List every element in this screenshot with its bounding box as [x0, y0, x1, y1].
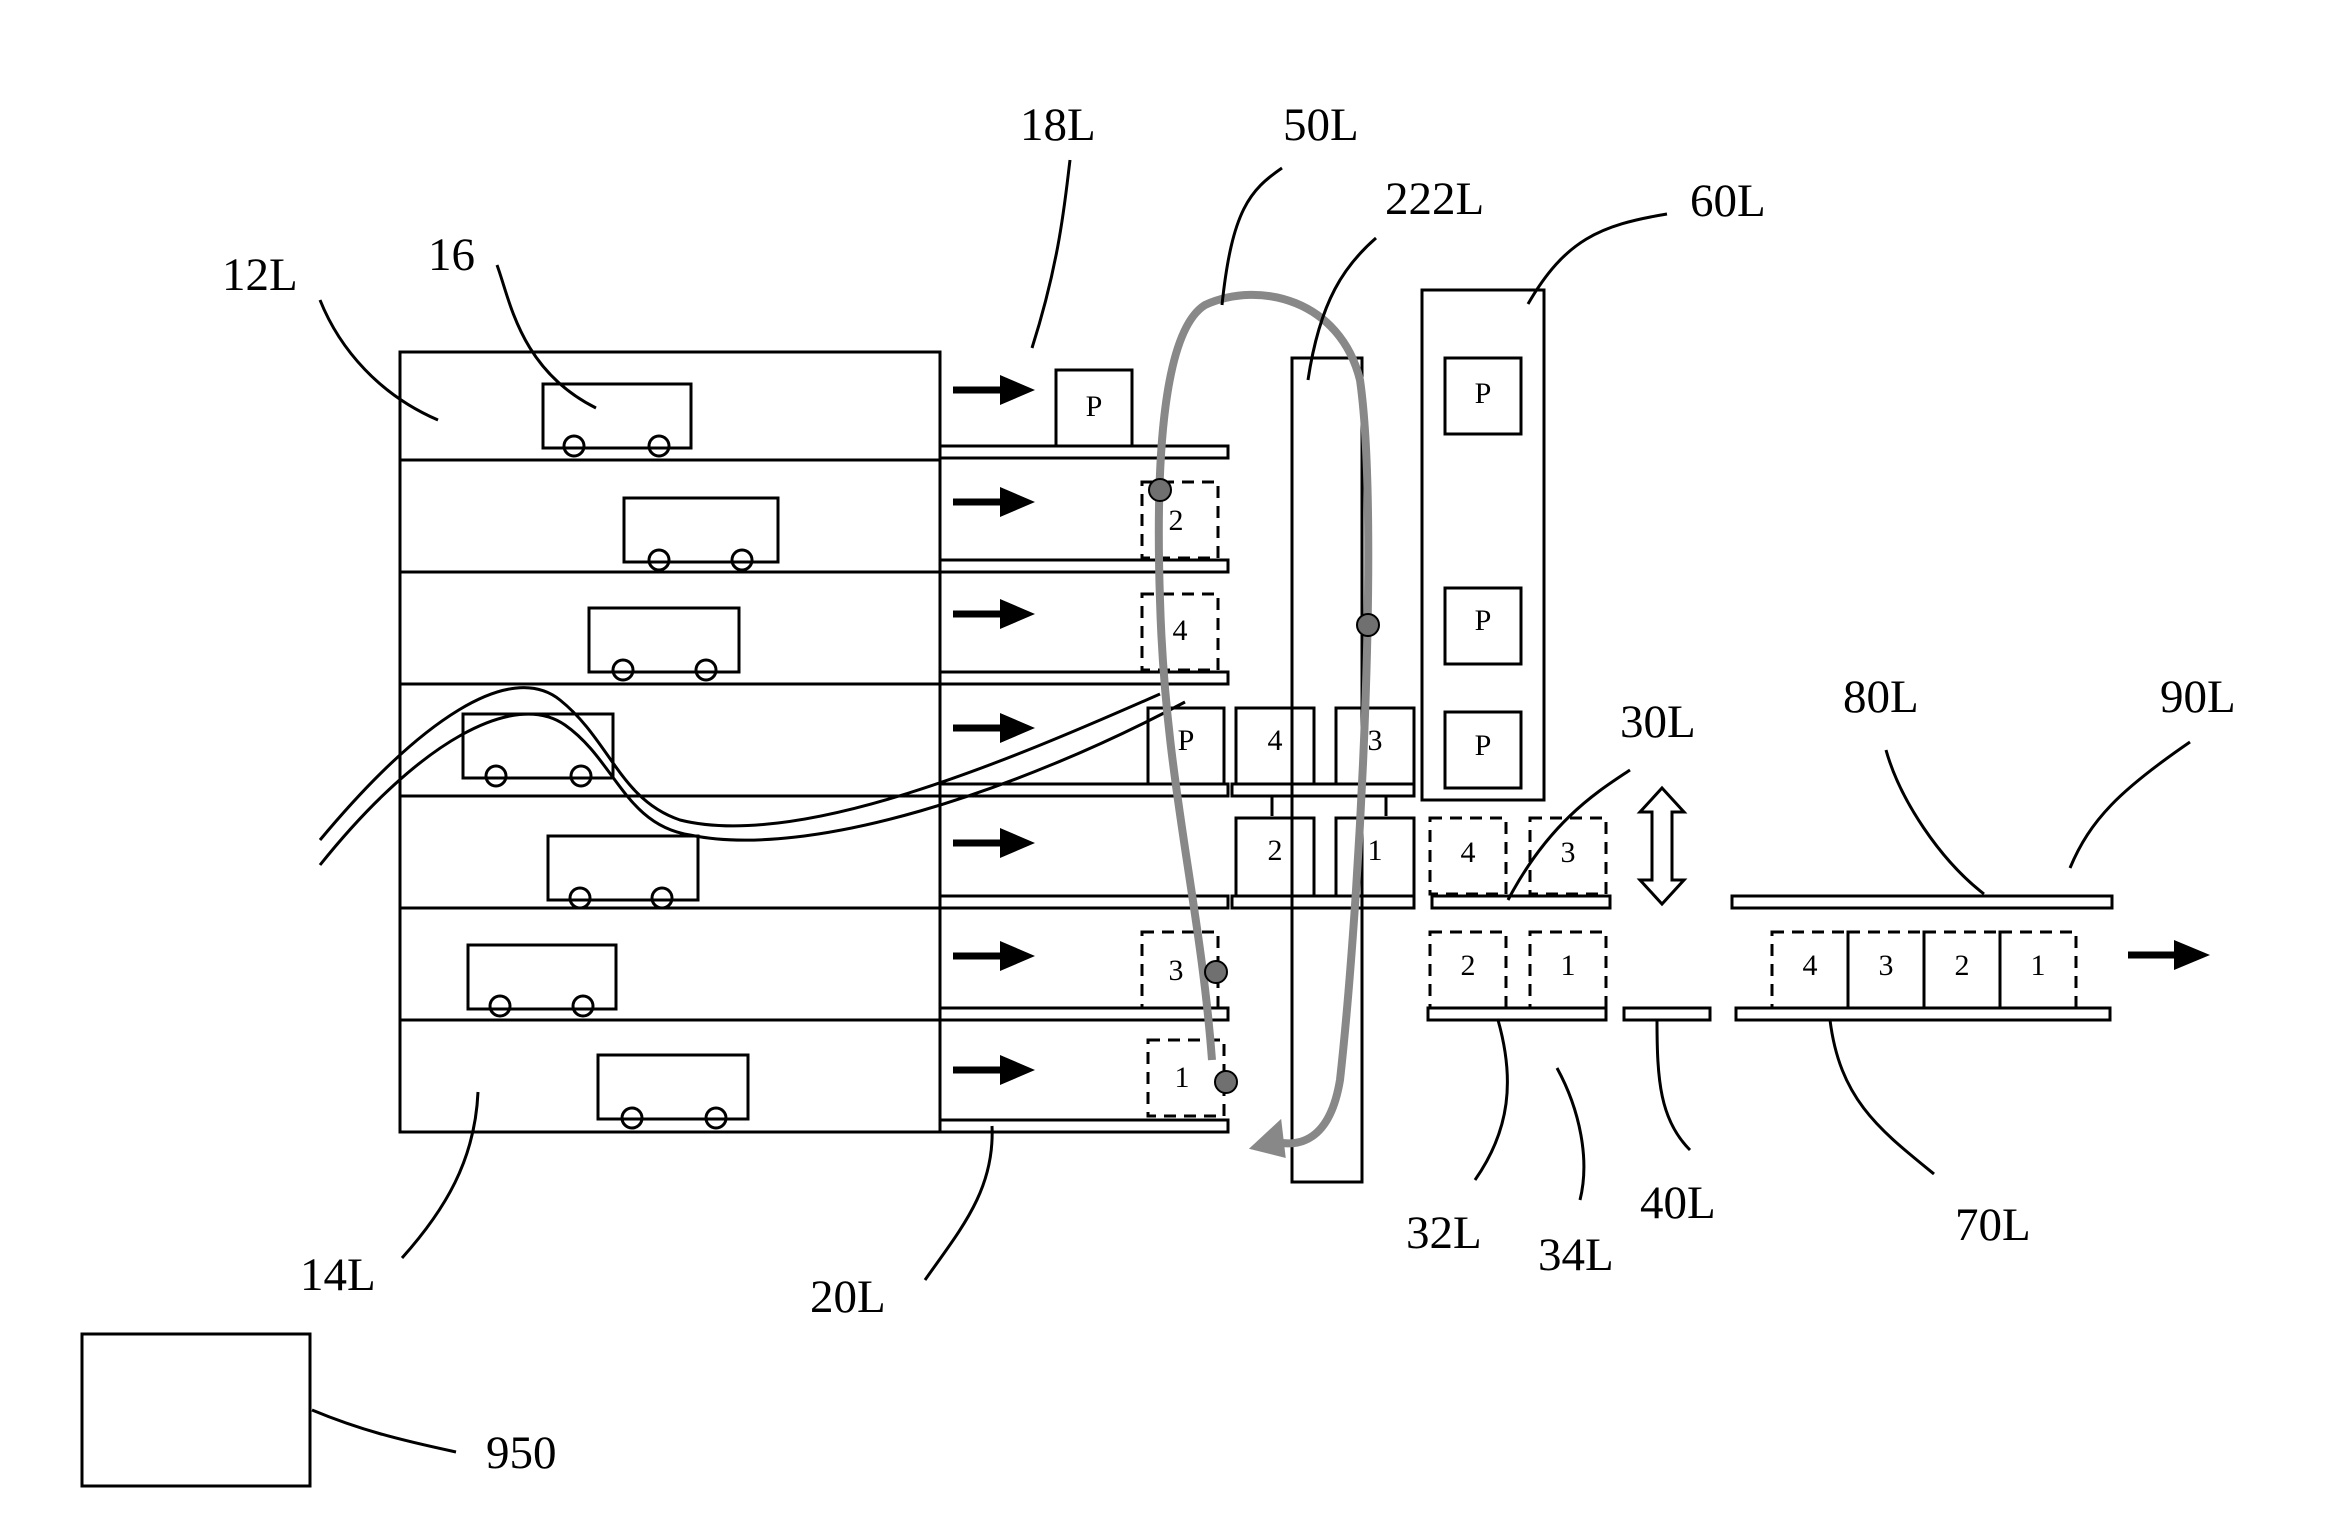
- label-34L: 34L: [1538, 1229, 1614, 1281]
- arrow-icon: [953, 713, 1035, 743]
- shuttle-2: [624, 498, 778, 570]
- label-80L: 80L: [1843, 671, 1919, 723]
- label-16: 16: [428, 229, 475, 281]
- level-boxes: [1056, 370, 1224, 1116]
- storage-rack: [400, 352, 940, 1132]
- label-70L: 70L: [1955, 1199, 2031, 1251]
- arrow-icon: [953, 599, 1035, 629]
- box-text: P: [1475, 729, 1492, 762]
- box-text: 1: [1175, 1061, 1190, 1094]
- arrow-icon: [953, 941, 1035, 971]
- level-arrows: [953, 375, 1035, 1085]
- box-text: 3: [1879, 949, 1894, 982]
- box-text: 2: [1268, 834, 1283, 867]
- label-20L: 20L: [810, 1271, 886, 1323]
- box-text: 4: [1173, 614, 1188, 647]
- controller-box: [82, 1334, 310, 1486]
- sequencer-conveyors: [1428, 818, 2112, 1020]
- arrow-icon: [953, 375, 1035, 405]
- shuttle-vehicles: [463, 384, 778, 1128]
- label-222L: 222L: [1385, 173, 1484, 225]
- shuttle-5: [548, 836, 698, 908]
- box-text: 4: [1461, 836, 1476, 869]
- shuttle-3: [589, 608, 739, 680]
- label-40L: 40L: [1640, 1177, 1716, 1229]
- box-text: 2: [1955, 949, 1970, 982]
- arrow-icon: [953, 1055, 1035, 1085]
- box-text: 3: [1368, 724, 1383, 757]
- label-50L: 50L: [1283, 99, 1359, 151]
- box-text: 4: [1803, 949, 1818, 982]
- box-text: 1: [1368, 834, 1383, 867]
- box-text: 2: [1461, 949, 1476, 982]
- arrow-icon: [953, 487, 1035, 517]
- label-60L: 60L: [1690, 175, 1766, 227]
- label-12L: 12L: [222, 249, 298, 301]
- double-arrow-icon: [1640, 788, 1684, 904]
- leader-lines: [312, 160, 2190, 1452]
- buffer-column: [1422, 290, 1544, 800]
- box-text: 1: [2031, 949, 2046, 982]
- label-90L: 90L: [2160, 671, 2236, 723]
- box-text: P: [1178, 724, 1195, 757]
- box-text: 3: [1561, 836, 1576, 869]
- output-arrow-icon: [2128, 940, 2210, 970]
- label-32L: 32L: [1406, 1207, 1482, 1259]
- shuttle-7: [598, 1055, 748, 1128]
- box-text: P: [1475, 377, 1492, 410]
- box-text: 1: [1561, 949, 1576, 982]
- shuttle-1: [543, 384, 691, 456]
- label-30L: 30L: [1620, 696, 1696, 748]
- box-text: P: [1086, 390, 1103, 423]
- vertical-lift: [1232, 358, 1414, 1182]
- label-950: 950: [486, 1427, 557, 1479]
- box-text: P: [1475, 604, 1492, 637]
- shuttle-6: [468, 945, 616, 1016]
- box-text: 4: [1268, 724, 1283, 757]
- cable-lines: [320, 688, 1185, 865]
- box-texts: P 2 4 P 3 1 4 3 2 1 P P P 4 3 2 1 4 3 2 …: [1086, 377, 2046, 1094]
- arrow-icon: [953, 828, 1035, 858]
- box-text: 3: [1169, 954, 1184, 987]
- label-14L: 14L: [300, 1249, 376, 1301]
- box-text: 2: [1169, 504, 1184, 537]
- level-conveyors: [940, 446, 1228, 1132]
- label-18L: 18L: [1020, 99, 1096, 151]
